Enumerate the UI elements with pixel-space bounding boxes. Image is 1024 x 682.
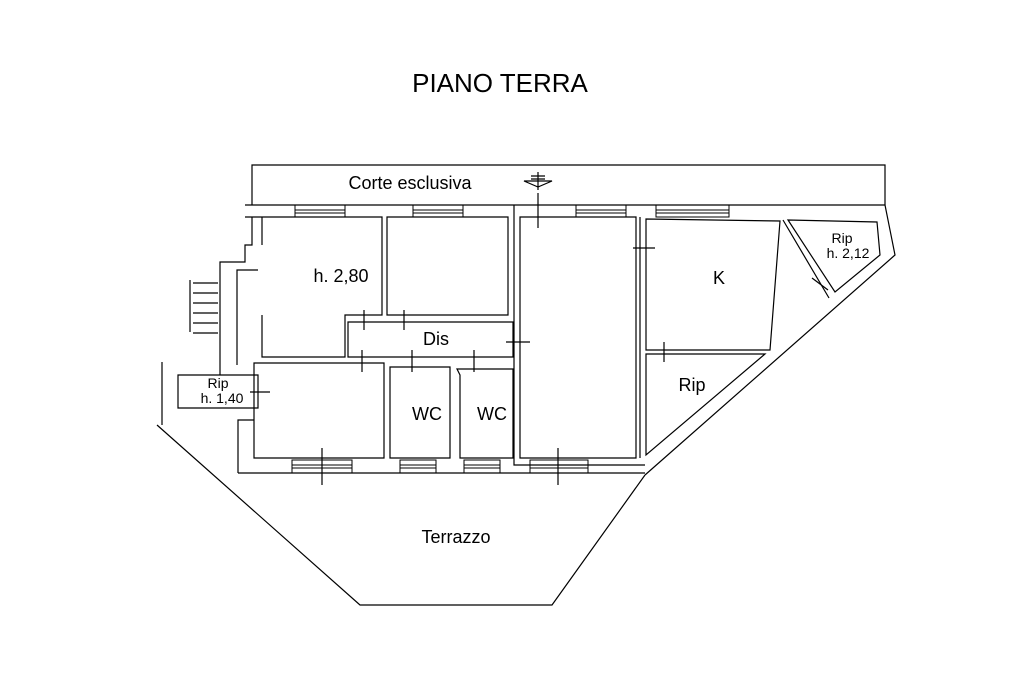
- label-rip-left-height: h. 1,40: [201, 390, 244, 406]
- entrance-arrow-icon: [523, 172, 553, 190]
- walls: [161, 205, 881, 474]
- label-dis: Dis: [423, 329, 449, 349]
- label-wc-2: WC: [477, 404, 507, 424]
- corte-esclusiva: [245, 164, 896, 476]
- label-terrazzo: Terrazzo: [421, 527, 490, 547]
- label-rip-bottom: Rip: [678, 375, 705, 395]
- windows: [291, 204, 730, 474]
- label-room-height: h. 2,80: [313, 266, 368, 286]
- label-rip-small-height: h. 2,12: [827, 245, 870, 261]
- door-marks: [250, 193, 829, 485]
- room-rip-left: [177, 374, 259, 409]
- label-rip-left: Rip: [207, 375, 228, 391]
- plan-title: PIANO TERRA: [412, 68, 588, 98]
- terrazzo-outline: [156, 424, 646, 606]
- label-kitchen: K: [713, 268, 725, 288]
- label-corte: Corte esclusiva: [348, 173, 472, 193]
- label-wc-1: WC: [412, 404, 442, 424]
- label-rip-small: Rip: [831, 230, 852, 246]
